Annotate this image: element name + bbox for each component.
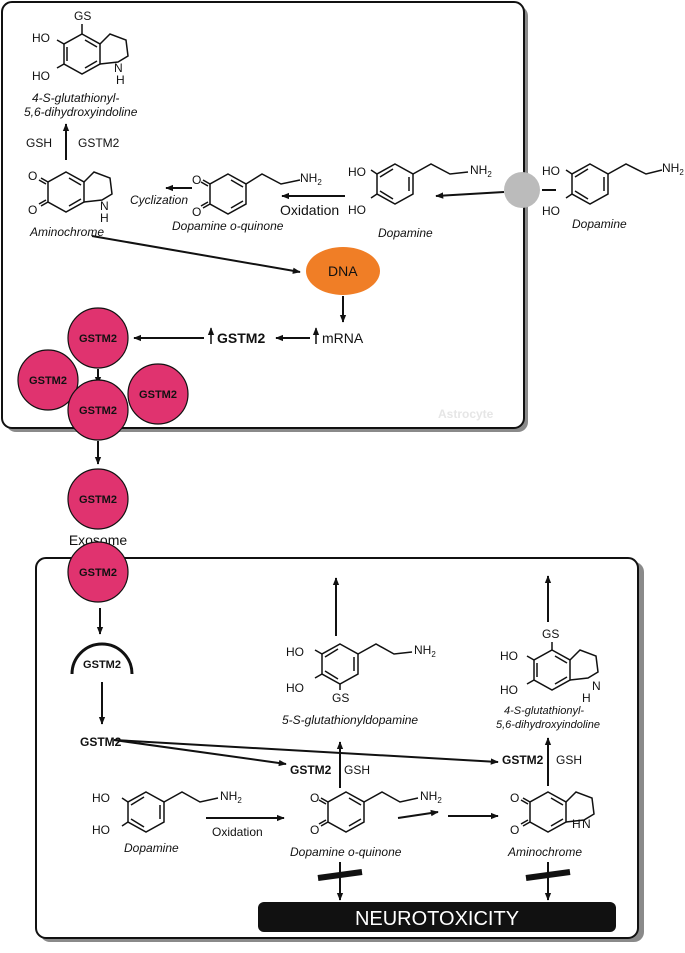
quinone-astro-o1: O <box>192 173 201 187</box>
aminochrome-neuron-h: H <box>572 817 581 831</box>
product-astro-n: N <box>114 61 123 75</box>
quinone-astro-label: Dopamine o-quinone <box>172 219 284 233</box>
dopamine-inside-ho2: HO <box>348 203 366 217</box>
dopamine-outside-ho2: HO <box>542 204 560 218</box>
dopamine-outside-label: Dopamine <box>572 217 627 231</box>
aminochrome-astro-o2: O <box>28 203 37 217</box>
aminochrome-astro-n: N <box>100 199 109 213</box>
gstm2-protein-3-label: GSTM2 <box>139 389 177 401</box>
quinone-astro-structure <box>200 173 301 215</box>
product-right-label-1: 4-S-glutathionyl- <box>504 705 584 717</box>
gsh-right-label: GSH <box>556 753 582 767</box>
exosome-gstm2-label: GSTM2 <box>79 494 117 506</box>
aminochrome-neuron-structure <box>520 791 595 833</box>
aminochrome-astro-label: Aminochrome <box>29 225 104 239</box>
gstm2-protein-4 <box>67 379 129 441</box>
exosome-entering-label: GSTM2 <box>79 567 117 579</box>
product-astro-ho2: HO <box>32 69 50 83</box>
product-astro-structure <box>56 24 129 75</box>
neurotoxicity-label: NEUROTOXICITY <box>355 908 519 930</box>
gstm2-protein-1 <box>67 307 129 369</box>
dopamine-inside-structure <box>370 163 469 205</box>
dopamine-outside-ho1: HO <box>542 164 560 178</box>
product-right-ho1: HO <box>500 649 518 663</box>
dopamine-neuron-ho2: HO <box>92 823 110 837</box>
gsh-astro: GSH <box>26 136 52 150</box>
product-astro-ho1: HO <box>32 31 50 45</box>
quinone-neuron-label: Dopamine o-quinone <box>290 845 402 859</box>
gstm2-receptor-label: GSTM2 <box>83 659 121 671</box>
aminochrome-astro-h: H <box>100 211 109 225</box>
aminochrome-neuron-o2: O <box>510 823 519 837</box>
dopamine-neuron-ho1: HO <box>92 791 110 805</box>
product-left-structure <box>314 643 413 690</box>
astrocyte-frame <box>1 1 525 429</box>
exosome-label: Exosome <box>69 532 128 548</box>
product-left-ho2: HO <box>286 681 304 695</box>
product-astro-gs: GS <box>74 9 91 23</box>
neurotoxicity-bar <box>258 902 616 932</box>
dopamine-inside-nh2: NH2 <box>470 163 492 179</box>
product-astro-label-2: 5,6-dihydroxyindoline <box>24 105 138 119</box>
product-astro-label-1: 4-S-glutathionyl- <box>32 91 119 105</box>
gstm2-enzyme-astro: GSTM2 <box>78 136 120 150</box>
product-left-nh2: NH2 <box>414 643 436 659</box>
free-gstm2: GSTM2 <box>80 735 122 749</box>
product-left-ho1: HO <box>286 645 304 659</box>
product-astro-h: H <box>116 73 125 87</box>
quinone-neuron-nh2: NH2 <box>420 789 442 805</box>
dopamine-outside-structure <box>565 163 663 205</box>
dopamine-outside-nh2: NH2 <box>662 161 684 177</box>
product-right-h: H <box>582 691 591 705</box>
gstm2-protein-4-label: GSTM2 <box>79 405 117 417</box>
product-left-gs: GS <box>332 691 349 705</box>
oxidation-label-neuron: Oxidation <box>212 825 263 839</box>
dopamine-neuron-structure <box>121 791 219 833</box>
product-right-ho2: HO <box>500 683 518 697</box>
gstm2-protein-1-label: GSTM2 <box>79 333 117 345</box>
dopamine-neuron-nh2: NH2 <box>220 789 242 805</box>
quinone-neuron-o2: O <box>310 823 319 837</box>
quinone-neuron-o1: O <box>310 791 319 805</box>
oxidation-label-astro: Oxidation <box>280 202 339 218</box>
aminochrome-astro-structure <box>38 171 113 213</box>
product-right-n: N <box>592 679 601 693</box>
gstm2-upregulated: GSTM2 <box>217 330 265 346</box>
exosome-entering <box>67 541 129 603</box>
aminochrome-neuron-label: Aminochrome <box>507 845 582 859</box>
dna-node <box>306 247 380 295</box>
gstm2-protein-3 <box>127 363 189 425</box>
dopamine-transporter <box>504 172 540 208</box>
gstm2-right-label: GSTM2 <box>502 753 544 767</box>
aminochrome-neuron-n: N <box>582 817 591 831</box>
gstm2-protein-2-label: GSTM2 <box>29 375 67 387</box>
aminochrome-neuron-o1: O <box>510 791 519 805</box>
mrna-label: mRNA <box>322 330 364 346</box>
exosome-gstm2 <box>67 468 129 530</box>
aminochrome-astro-o1: O <box>28 169 37 183</box>
gsh-left-label: GSH <box>344 763 370 777</box>
astrocyte-label: Astrocyte <box>438 407 494 421</box>
dopamine-inside-label: Dopamine <box>378 226 433 240</box>
dna-label: DNA <box>328 263 358 279</box>
dopamine-inside-ho1: HO <box>348 165 366 179</box>
gstm2-left-label: GSTM2 <box>290 763 332 777</box>
quinone-astro-nh2: NH2 <box>300 171 322 187</box>
gstm2-protein-2 <box>17 349 79 411</box>
quinone-neuron-structure <box>318 791 419 833</box>
cyclization-label: Cyclization <box>130 193 188 207</box>
product-right-structure <box>526 642 599 691</box>
quinone-astro-o2: O <box>192 205 201 219</box>
dopamine-neuron-label: Dopamine <box>124 841 179 855</box>
product-left-label: 5-S-glutathionyldopamine <box>282 713 418 727</box>
product-right-gs: GS <box>542 627 559 641</box>
gstm2-receptor <box>70 642 134 675</box>
product-right-label-2: 5,6-dihydroxyindoline <box>496 719 600 731</box>
